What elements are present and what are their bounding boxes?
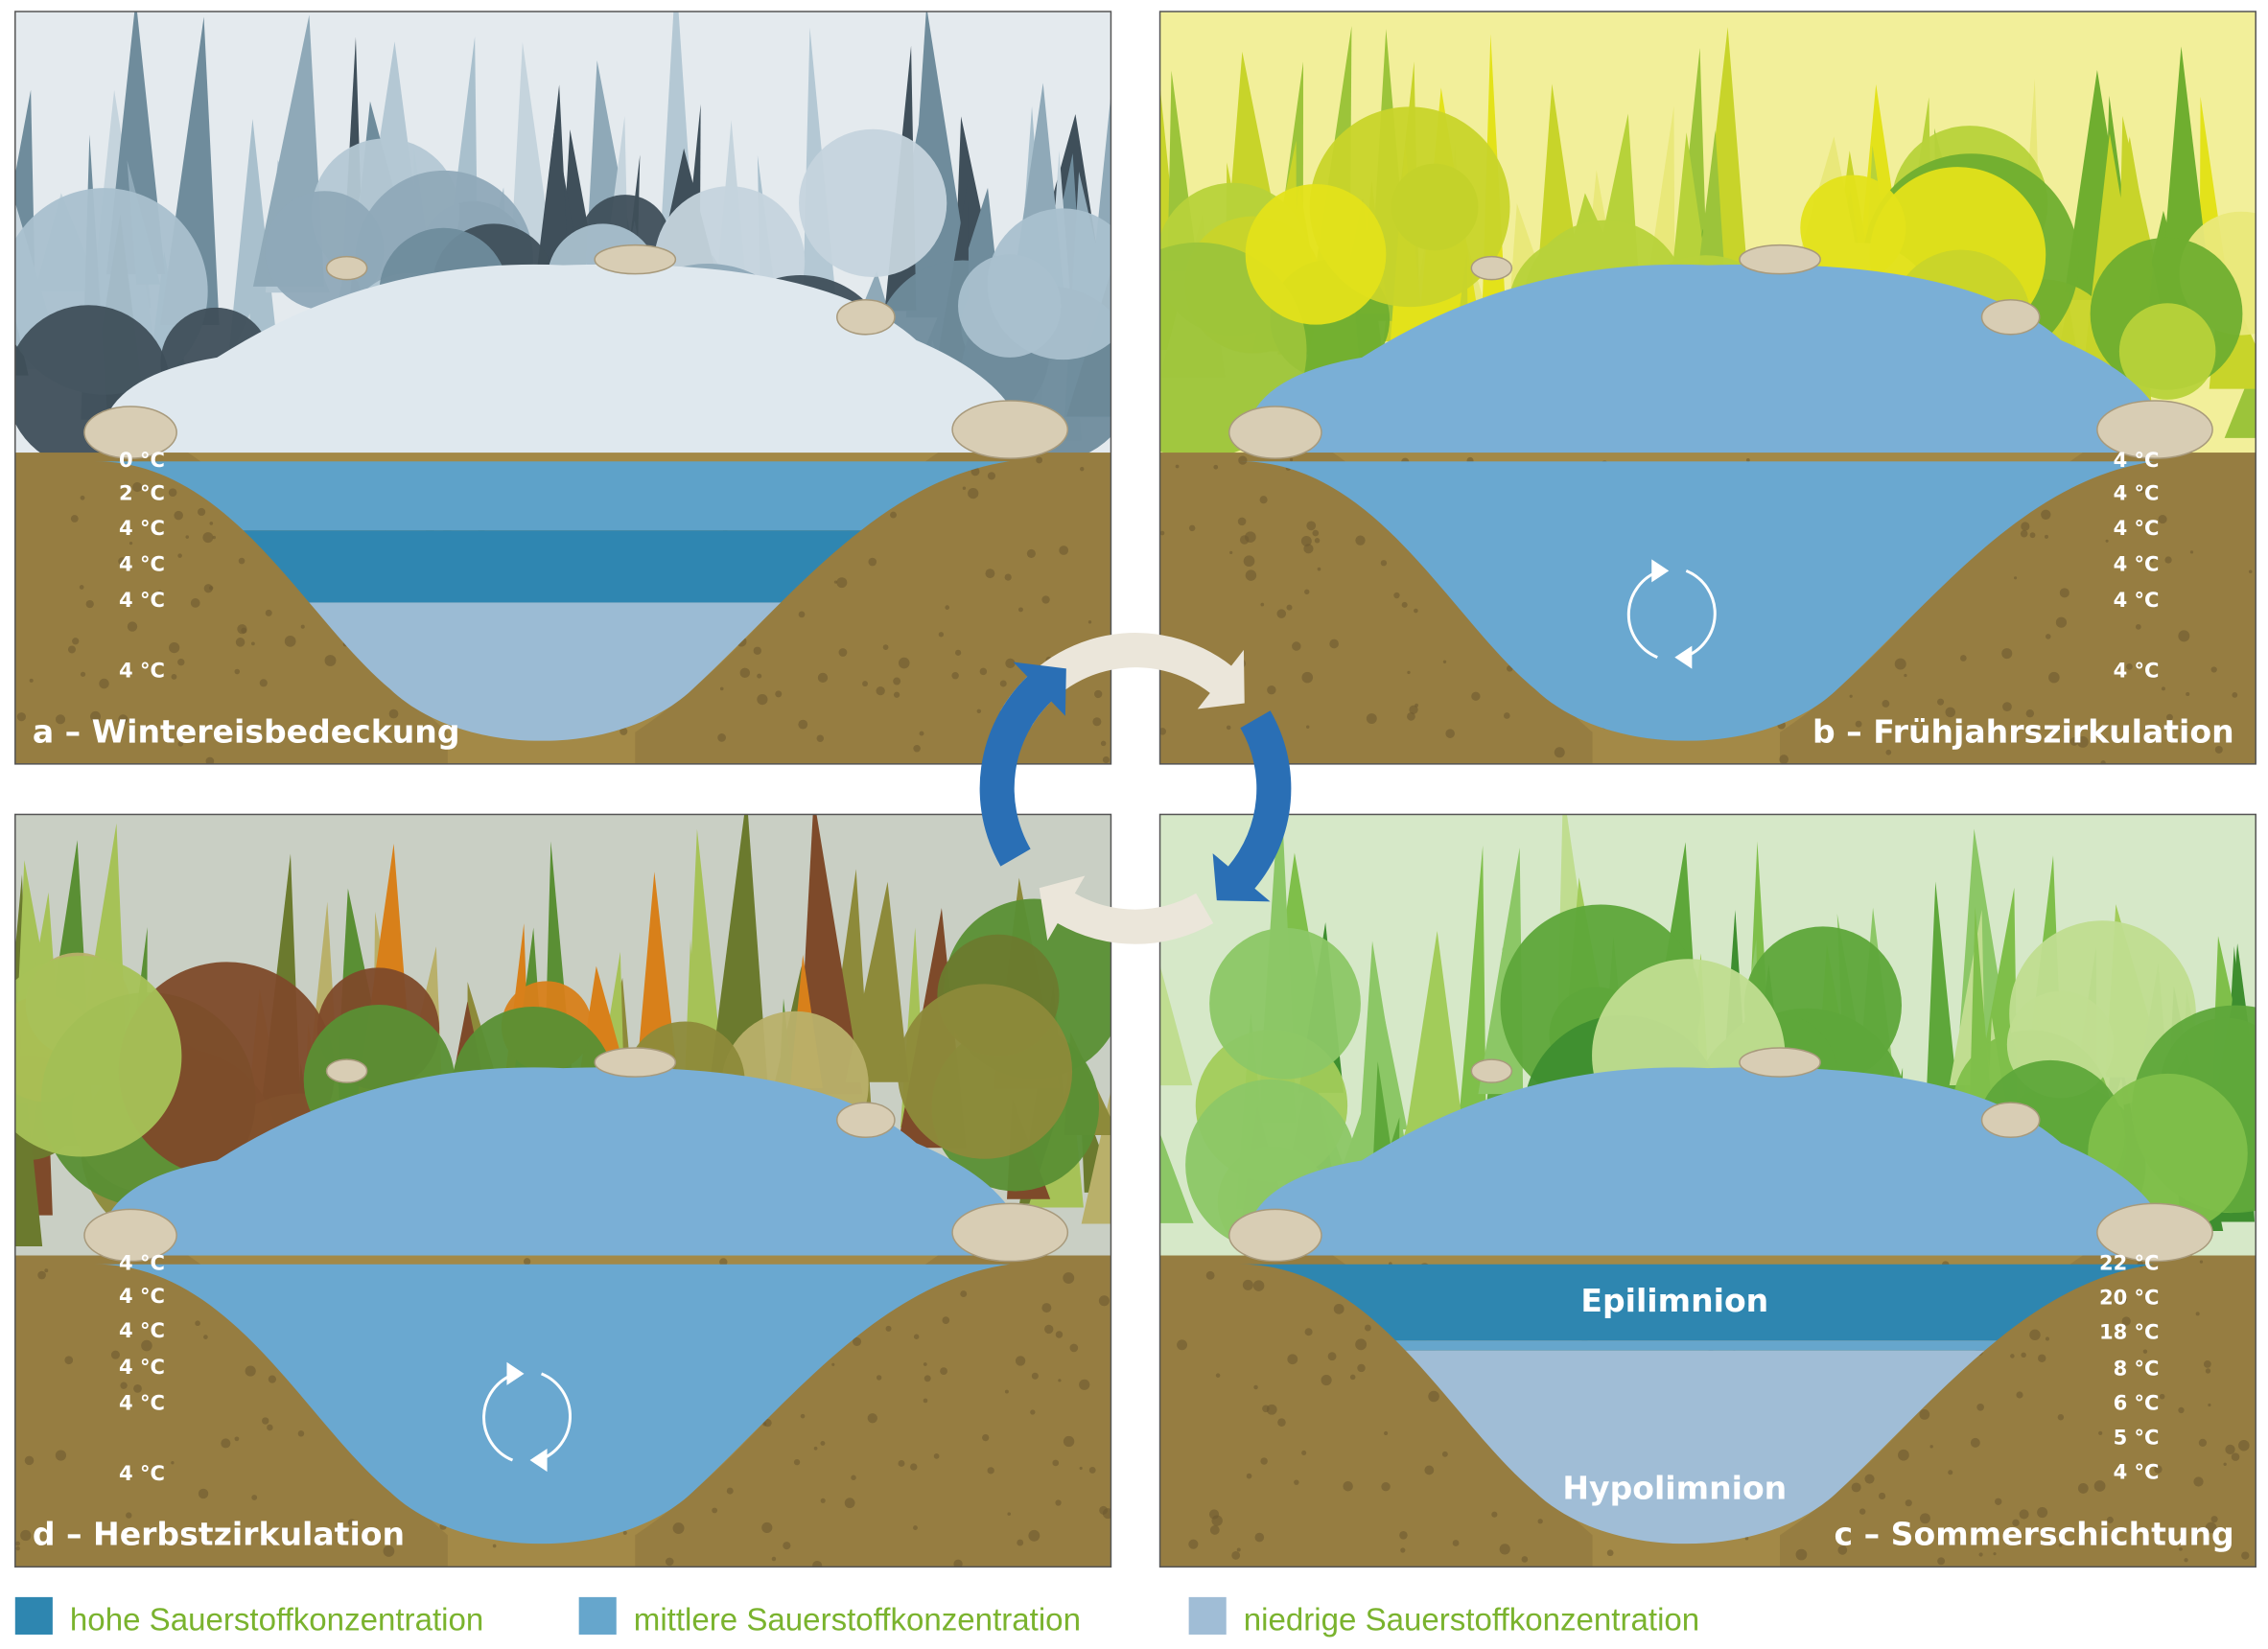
temperature-label: 20 °C — [2099, 1286, 2160, 1310]
legend-item-medium: mittlere Sauerstoffkonzentration — [578, 1596, 1081, 1637]
temperature-label: 4 °C — [119, 1390, 165, 1414]
temperature-label: 4 °C — [119, 659, 165, 683]
stone — [2096, 400, 2213, 459]
stone — [325, 1058, 368, 1083]
temperature-label: 4 °C — [2114, 551, 2160, 575]
stone — [1228, 1208, 1322, 1263]
hypolimnion-label: Hypolimnion — [1562, 1470, 1787, 1507]
legend-item-low: niedrige Sauerstoffkonzentration — [1188, 1596, 1699, 1637]
panel-b: 4 °C 4 °C 4 °C 4 °C 4 °C 4 °C b – Frühjahrszir… — [1158, 11, 2256, 765]
pond-surface — [100, 1067, 1025, 1265]
panel-title: a – Wintereisbedeckung — [33, 712, 460, 750]
stone — [594, 1047, 677, 1078]
temperature-label: 4 °C — [119, 1284, 165, 1308]
panel-title: c – Sommerschichtung — [1835, 1516, 2234, 1553]
panel-title: d – Herbstzirkulation — [33, 1516, 405, 1553]
panel-a: 0 °C 2 °C 4 °C 4 °C 4 °C 4 °C a – Wintereisbed… — [14, 11, 1112, 765]
stone — [951, 1202, 1069, 1263]
stone — [836, 298, 896, 336]
legend: hohe Sauerstoffkonzentration mittlere Sa… — [14, 1596, 1699, 1637]
temperature-label: 18 °C — [2099, 1320, 2160, 1344]
stone — [325, 255, 368, 281]
stone — [83, 1208, 177, 1263]
stone — [1470, 255, 1513, 281]
temperature-label: 4 °C — [119, 588, 165, 612]
stone — [2096, 1202, 2213, 1263]
legend-label-low: niedrige Sauerstoffkonzentration — [1244, 1602, 1699, 1637]
arrow-summer-icon — [1212, 710, 1292, 902]
legend-swatch-medium — [578, 1596, 617, 1635]
stone — [1739, 244, 1821, 275]
temperature-label: 4 °C — [119, 516, 165, 540]
stone — [836, 1102, 896, 1139]
stone — [951, 400, 1069, 459]
temperature-label: 4 °C — [119, 1461, 165, 1485]
temperature-label: 4 °C — [119, 1355, 165, 1379]
panel-c: 22 °C 20 °C 18 °C 8 °C 6 °C 5 °C 4 °C c – Somme… — [1158, 813, 2256, 1568]
epilimnion-label: Epilimnion — [1580, 1282, 1768, 1319]
temperature-label: 4 °C — [119, 551, 165, 575]
temperature-label: 4 °C — [2114, 588, 2160, 612]
water-layer — [1239, 1264, 2155, 1341]
stone — [1739, 1047, 1821, 1078]
pond-surface — [1245, 264, 2170, 462]
legend-item-high: hohe Sauerstoffkonzentration — [14, 1596, 483, 1637]
stone — [83, 406, 177, 459]
temperature-label: 2 °C — [119, 481, 165, 505]
legend-swatch-low — [1188, 1596, 1227, 1635]
stone — [1980, 298, 2041, 336]
legend-label-medium: mittlere Sauerstoffkonzentration — [634, 1602, 1081, 1637]
panel-title: b – Frühjahrszirkulation — [1812, 712, 2234, 750]
stone — [1470, 1058, 1513, 1083]
circulation-arrows-icon — [1626, 559, 1717, 669]
water-layer — [1239, 1340, 2155, 1351]
stone — [594, 244, 677, 275]
temperature-label: 4 °C — [2114, 516, 2160, 540]
arrow-winter-icon — [979, 662, 1066, 867]
water-layer — [94, 461, 1011, 531]
seasonal-cycle-arrows — [979, 633, 1292, 944]
temperature-label: 4 °C — [2114, 1460, 2160, 1484]
circulation-arrows-icon — [482, 1361, 572, 1473]
panel-d: 4 °C 4 °C 4 °C 4 °C 4 °C 4 °C d – Herbstzirkul… — [14, 813, 1112, 1568]
ice-surface — [100, 264, 1025, 462]
pond-surface — [1245, 1067, 2170, 1265]
temperature-label: 4 °C — [2114, 659, 2160, 683]
temperature-label: 4 °C — [2114, 481, 2160, 505]
legend-label-high: hohe Sauerstoffkonzentration — [70, 1602, 483, 1637]
arrow-spring-icon — [1000, 633, 1245, 729]
legend-swatch-high — [14, 1596, 53, 1635]
temperature-label: 4 °C — [2114, 448, 2160, 472]
temperature-label: 4 °C — [119, 1318, 165, 1342]
stone — [1228, 406, 1322, 459]
stone — [1980, 1102, 2041, 1139]
temperature-label: 22 °C — [2099, 1251, 2160, 1275]
arrow-autumn-icon — [1039, 875, 1214, 944]
temperature-label: 5 °C — [2114, 1426, 2160, 1450]
temperature-label: 4 °C — [119, 1251, 165, 1275]
temperature-label: 6 °C — [2114, 1390, 2160, 1414]
temperature-label: 0 °C — [119, 448, 165, 472]
temperature-label: 8 °C — [2114, 1356, 2160, 1380]
